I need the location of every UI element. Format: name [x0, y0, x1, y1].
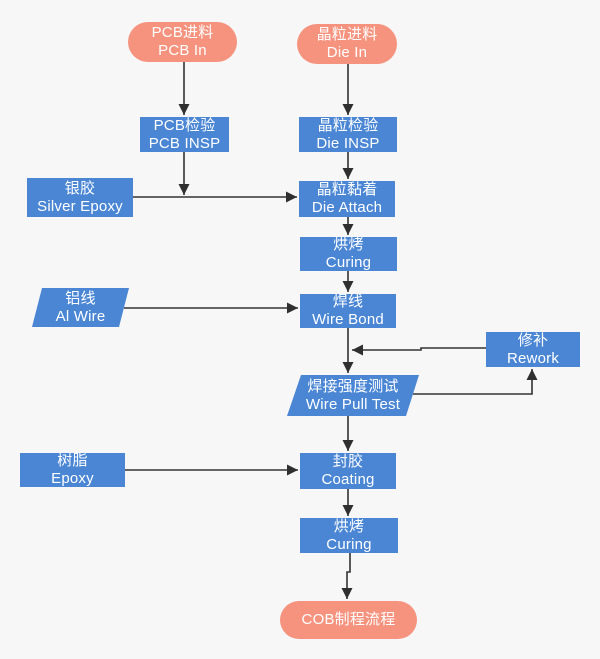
- node-epoxy[interactable]: 树脂 Epoxy: [20, 452, 125, 487]
- node-die-in[interactable]: 晶粒进料 Die In: [297, 24, 397, 64]
- node-die-inspection-label-en: Die INSP: [316, 134, 380, 152]
- node-al-wire-label-en: Al Wire: [55, 307, 106, 325]
- node-pcb-inspection[interactable]: PCB检验 PCB INSP: [140, 117, 229, 152]
- node-curing-2-label-zh: 烘烤: [333, 517, 365, 535]
- node-al-wire-label-zh: 铝线: [65, 289, 96, 307]
- node-cob-process-end-label-zh: COB制程流程: [301, 611, 396, 628]
- node-pcb-inspection-label-zh: PCB检验: [153, 116, 216, 134]
- node-curing-1-label-zh: 烘烤: [333, 236, 364, 253]
- node-curing-1[interactable]: 烘烤 Curing: [300, 236, 397, 271]
- node-coating[interactable]: 封胶 Coating: [300, 453, 396, 489]
- node-al-wire[interactable]: 铝线 Al Wire: [32, 288, 129, 327]
- node-rework-label-en: Rework: [506, 349, 560, 367]
- node-wire-pull-test[interactable]: 焊接强度测试 Wire Pull Test: [287, 375, 419, 416]
- node-epoxy-label-en: Epoxy: [51, 470, 94, 487]
- node-pcb-in[interactable]: PCB进料 PCB In: [128, 22, 237, 62]
- node-die-in-label-zh: 晶粒进料: [316, 26, 378, 43]
- node-die-inspection-label-zh: 晶粒检验: [317, 116, 379, 134]
- node-wire-pull-test-label-en: Wire Pull Test: [305, 395, 401, 413]
- node-wire-bond-label-en: Wire Bond: [312, 311, 384, 328]
- node-cob-process-end[interactable]: COB制程流程: [280, 601, 417, 639]
- connector-rework-return: [352, 344, 486, 356]
- node-wire-bond-label-zh: 焊线: [332, 293, 364, 310]
- node-curing-2[interactable]: 烘烤 Curing: [300, 518, 398, 553]
- node-silver-epoxy[interactable]: 银胶 Silver Epoxy: [27, 178, 133, 217]
- node-die-in-label-en: Die In: [326, 44, 368, 61]
- node-rework-label-zh: 修补: [517, 331, 549, 349]
- connector-wirepull-rework: [413, 369, 538, 395]
- node-die-inspection[interactable]: 晶粒检验 Die INSP: [299, 117, 397, 152]
- node-pcb-inspection-label-en: PCB INSP: [148, 134, 221, 152]
- node-pcb-in-label-en: PCB In: [158, 42, 207, 59]
- node-curing-1-label-en: Curing: [325, 254, 372, 271]
- connector-curing2-cobend: [341, 553, 353, 599]
- node-die-attach[interactable]: 晶粒黏着 Die Attach: [299, 181, 395, 217]
- node-epoxy-label-zh: 树脂: [57, 452, 88, 469]
- node-coating-label-zh: 封胶: [332, 453, 364, 470]
- node-wire-bond[interactable]: 焊线 Wire Bond: [300, 293, 396, 328]
- node-die-attach-label-en: Die Attach: [311, 199, 383, 216]
- node-pcb-in-label-zh: PCB进料: [151, 24, 214, 41]
- node-wire-pull-test-label-zh: 焊接强度测试: [307, 377, 399, 395]
- node-curing-2-label-en: Curing: [326, 535, 372, 553]
- node-coating-label-en: Coating: [321, 471, 375, 488]
- node-die-attach-label-zh: 晶粒黏着: [316, 181, 378, 198]
- node-silver-epoxy-label-zh: 银胶: [64, 179, 96, 197]
- node-silver-epoxy-label-en: Silver Epoxy: [37, 197, 123, 215]
- node-rework[interactable]: 修补 Rework: [486, 332, 580, 367]
